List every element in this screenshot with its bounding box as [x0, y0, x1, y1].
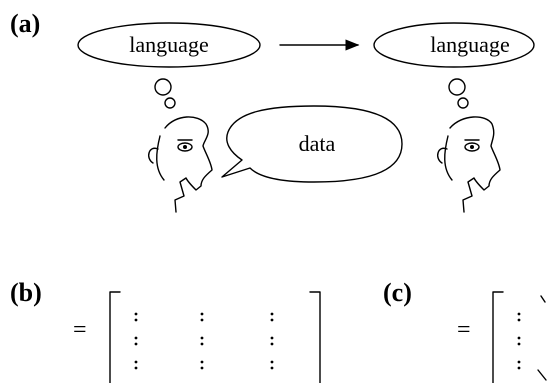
panel-b-col-2: [200, 312, 204, 370]
speech-bubble-outline: [221, 105, 403, 183]
right-thought-text: language: [430, 32, 509, 57]
left-thought-circle-small: [164, 97, 176, 109]
left-thought-ellipse: [77, 22, 261, 68]
panel-c-matrix-dots: [517, 295, 547, 381]
panel-b-equals: =: [73, 317, 87, 343]
right-head-icon: [437, 116, 501, 213]
panel-c-left-bracket: [492, 291, 504, 383]
panel-b-col-3: [270, 312, 274, 370]
right-thought-ellipse: [373, 22, 535, 68]
right-thought-circle-small: [457, 97, 469, 109]
right-eye: [464, 142, 480, 152]
left-thought-bubble: language: [77, 22, 261, 109]
panel-c-label: (c): [383, 278, 412, 307]
left-eye: [177, 142, 193, 152]
panel-b: (b) =: [10, 278, 321, 383]
panel-b-matrix-dots: [134, 312, 274, 370]
panel-b-col-1: [134, 312, 138, 370]
left-head-icon: [148, 116, 213, 213]
left-thought-text: language: [129, 32, 208, 57]
panel-b-left-bracket: [109, 291, 121, 383]
panel-c: (c) =: [383, 278, 547, 383]
panel-a-label: (a): [10, 9, 40, 38]
speech-bubble: data: [221, 105, 403, 183]
left-thought-circle-large: [154, 78, 172, 96]
speech-text: data: [299, 131, 336, 156]
panel-a: (a) language language: [10, 9, 535, 213]
panel-c-equals: =: [457, 317, 471, 343]
panel-b-label: (b): [10, 278, 42, 307]
right-thought-bubble: language: [373, 22, 535, 109]
right-thought-circle-large: [448, 78, 466, 96]
panel-b-right-bracket: [309, 291, 321, 383]
